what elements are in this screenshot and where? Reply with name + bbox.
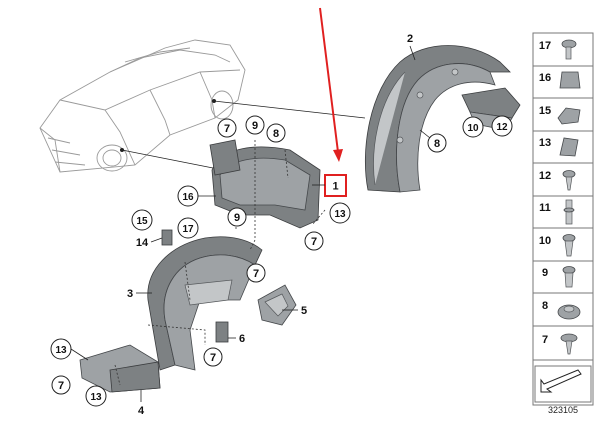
callout-3[interactable]: 3 bbox=[127, 288, 133, 300]
svg-text:8: 8 bbox=[542, 300, 548, 312]
svg-text:17: 17 bbox=[182, 224, 194, 235]
front-liner-bracket bbox=[257, 284, 297, 326]
svg-text:13: 13 bbox=[90, 392, 102, 403]
arrow-icon bbox=[540, 369, 582, 393]
svg-text:7: 7 bbox=[311, 236, 317, 248]
car-outline-illustration bbox=[39, 39, 246, 173]
front-liner-front-section bbox=[147, 236, 263, 371]
callout-7-b[interactable]: 7 bbox=[304, 231, 324, 251]
svg-text:16: 16 bbox=[539, 72, 551, 84]
svg-text:11: 11 bbox=[539, 202, 551, 214]
push-rivet-icon bbox=[562, 234, 576, 242]
leader-car-to-rear-liner bbox=[213, 100, 366, 119]
small-plate-part bbox=[215, 321, 229, 343]
svg-text:1: 1 bbox=[332, 181, 338, 193]
svg-text:15: 15 bbox=[136, 216, 148, 227]
highlight-arrow bbox=[319, 7, 343, 162]
callout-13-c[interactable]: 13 bbox=[85, 385, 107, 407]
callout-9-b[interactable]: 9 bbox=[227, 207, 247, 227]
callout-12[interactable]: 12 bbox=[491, 115, 513, 137]
svg-text:7: 7 bbox=[542, 334, 548, 346]
panel-item-8[interactable]: 8 bbox=[542, 300, 581, 320]
rear-wheel-arch-liner bbox=[365, 45, 511, 193]
callout-4[interactable]: 4 bbox=[138, 405, 145, 417]
cap-clip-icon bbox=[557, 107, 581, 125]
callout-5[interactable]: 5 bbox=[301, 305, 307, 317]
leader-car-to-front-liner bbox=[121, 149, 214, 169]
callout-6[interactable]: 6 bbox=[239, 333, 245, 345]
callout-14[interactable]: 14 bbox=[136, 237, 149, 249]
panel-item-7[interactable]: 7 bbox=[542, 333, 578, 355]
callout-17[interactable]: 17 bbox=[177, 217, 199, 239]
callout-7-a[interactable]: 7 bbox=[217, 118, 237, 138]
panel-item-17[interactable]: 17 bbox=[539, 39, 577, 60]
panel-item-15[interactable]: 15 bbox=[539, 105, 581, 125]
lower-cover bbox=[79, 344, 161, 393]
panel-item-11[interactable]: 11 bbox=[539, 199, 575, 225]
svg-text:13: 13 bbox=[334, 209, 346, 220]
callout-7-d[interactable]: 7 bbox=[203, 347, 223, 367]
svg-text:10: 10 bbox=[467, 123, 479, 134]
svg-text:10: 10 bbox=[539, 235, 551, 247]
svg-text:7: 7 bbox=[58, 380, 64, 392]
callout-9-a[interactable]: 9 bbox=[245, 115, 265, 135]
callout-1[interactable]: 1 bbox=[324, 174, 347, 197]
panel-item-16[interactable]: 16 bbox=[539, 71, 581, 89]
callout-7-e[interactable]: 7 bbox=[51, 375, 71, 395]
svg-text:13: 13 bbox=[539, 137, 551, 149]
svg-text:9: 9 bbox=[252, 120, 258, 132]
panel-item-13[interactable]: 13 bbox=[539, 137, 579, 157]
svg-text:12: 12 bbox=[496, 122, 508, 133]
svg-text:7: 7 bbox=[253, 268, 259, 280]
assembly-dashed-lines bbox=[114, 140, 326, 386]
callout-16[interactable]: 16 bbox=[177, 185, 199, 207]
spring-clip-icon bbox=[559, 71, 581, 89]
callout-13-a[interactable]: 13 bbox=[329, 202, 351, 224]
svg-text:15: 15 bbox=[539, 105, 551, 117]
panel-item-12[interactable]: 12 bbox=[539, 170, 576, 191]
speed-nut-icon bbox=[559, 137, 579, 157]
callout-15[interactable]: 15 bbox=[131, 209, 153, 231]
svg-text:7: 7 bbox=[224, 123, 230, 135]
callout-8-a[interactable]: 8 bbox=[266, 123, 286, 143]
svg-text:13: 13 bbox=[55, 345, 67, 356]
svg-text:12: 12 bbox=[539, 170, 551, 182]
fastener-parts-panel bbox=[532, 32, 594, 406]
direction-arrow-box bbox=[534, 365, 592, 403]
svg-text:9: 9 bbox=[542, 267, 548, 279]
svg-text:9: 9 bbox=[234, 212, 240, 224]
svg-text:7: 7 bbox=[210, 352, 216, 364]
callout-7-c[interactable]: 7 bbox=[246, 263, 266, 283]
callout-8-b[interactable]: 8 bbox=[427, 133, 447, 153]
panel-item-9[interactable]: 9 bbox=[542, 266, 576, 288]
svg-text:17: 17 bbox=[539, 40, 551, 52]
svg-text:8: 8 bbox=[273, 128, 279, 140]
callout-10[interactable]: 10 bbox=[462, 116, 484, 138]
callout-2[interactable]: 2 bbox=[407, 33, 413, 45]
svg-text:8: 8 bbox=[434, 138, 440, 150]
front-liner-rear-section bbox=[209, 139, 321, 229]
clip-part-14 bbox=[161, 229, 173, 246]
diagram-id: 323105 bbox=[548, 405, 578, 415]
panel-item-10[interactable]: 10 bbox=[539, 234, 576, 257]
callout-13-b[interactable]: 13 bbox=[50, 338, 72, 360]
expansion-rivet-icon bbox=[562, 170, 576, 178]
svg-text:16: 16 bbox=[182, 192, 194, 203]
clip-nut-icon bbox=[562, 266, 576, 274]
